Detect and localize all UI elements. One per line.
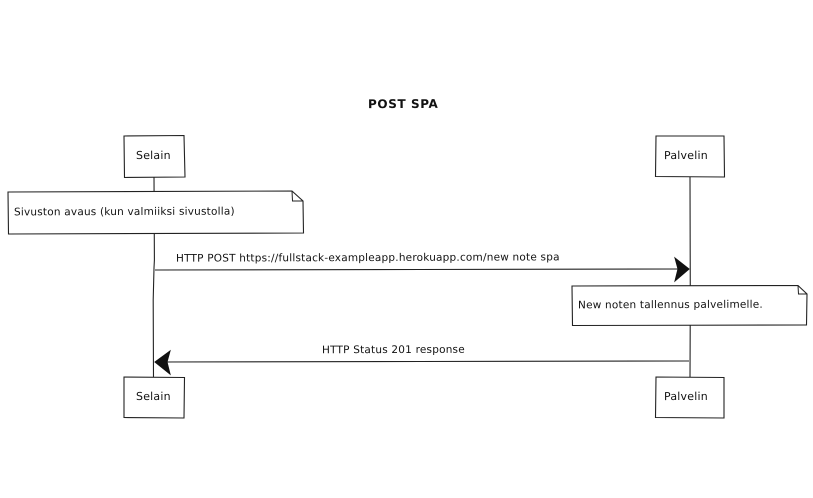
response-message-label: HTTP Status 201 response xyxy=(321,343,465,357)
server-note-text: New noten tallennus palvelimelle. xyxy=(577,298,763,312)
server-box-bottom xyxy=(654,376,725,419)
request-arrowhead xyxy=(674,256,690,283)
response-arrowhead xyxy=(154,349,171,376)
response-arrow-line xyxy=(157,360,690,363)
server-box-top xyxy=(654,135,726,178)
participant-browser-top: Selain xyxy=(135,148,171,163)
participant-server-bottom: Palvelin xyxy=(663,389,708,404)
participant-browser-bottom: Selain xyxy=(135,389,171,404)
diagram-title: POST SPA xyxy=(367,96,439,112)
request-arrow-line xyxy=(154,268,687,271)
browser-box-top xyxy=(123,134,186,179)
participant-server-top: Palvelin xyxy=(663,148,708,163)
browser-note-text: Sivuston avaus (kun valmiiksi sivustolla… xyxy=(13,205,235,219)
request-message-label: HTTP POST https://fullstack-exampleapp.h… xyxy=(175,251,560,265)
browser-box-bottom xyxy=(123,376,186,419)
browser-note-shape xyxy=(7,190,305,235)
server-note-shape xyxy=(571,284,808,327)
